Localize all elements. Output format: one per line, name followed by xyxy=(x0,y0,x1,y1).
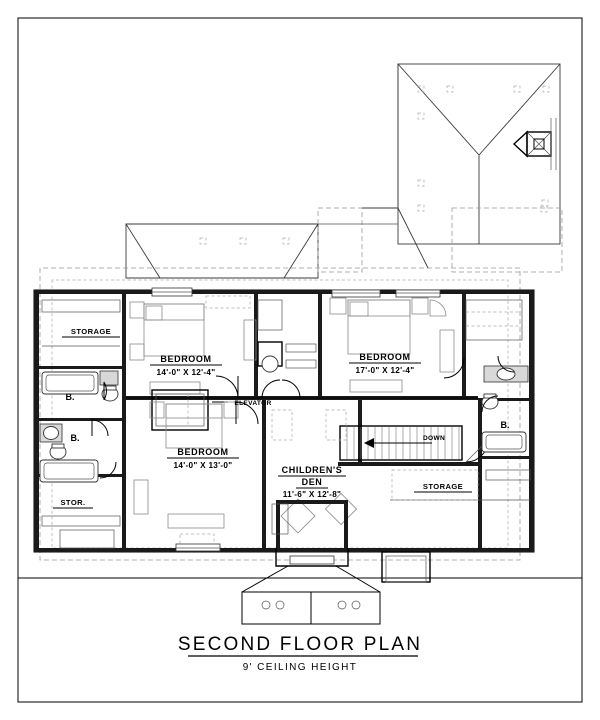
childrens-den-name-line2: DEN xyxy=(302,477,323,487)
plan-title: SECOND FLOOR PLAN xyxy=(178,634,422,655)
stairs-down xyxy=(339,425,489,463)
storage-top-left-name: STORAGE xyxy=(71,327,111,336)
childrens-den-name-line1: CHILDREN'S xyxy=(282,465,343,475)
door-swing-bath-upper xyxy=(103,381,107,401)
bottom-porch-roof xyxy=(18,565,582,625)
bedroom-upper-left-name: BEDROOM xyxy=(160,354,211,364)
sheet-border xyxy=(17,17,583,703)
label-childrens-den: CHILDREN'S DEN 11'-6" X 12'-8" xyxy=(278,465,346,499)
left-wing-storage-baths xyxy=(39,299,121,527)
bedroom-lower-left-name: BEDROOM xyxy=(177,447,228,457)
annotation-labels: ELEVATOR DOWN xyxy=(234,400,445,442)
label-storage-bottom-left: STOR. xyxy=(53,498,93,509)
door-swing-bath-lower xyxy=(91,419,109,437)
room-labels: BEDROOM 14'-0" X 12'-4" BEDROOM 17'-0" X… xyxy=(150,352,421,499)
bedroom-upper-left-dimensions: 14'-0" X 12'-4" xyxy=(157,368,216,377)
garage-hip-roof xyxy=(362,63,563,273)
roof-vent-markers xyxy=(417,85,550,212)
bath-right-name: B. xyxy=(501,420,510,430)
bath-lower-left-name: B. xyxy=(71,433,80,443)
bedroom-lower-left-furniture xyxy=(133,401,259,552)
roof-gable-vent xyxy=(512,118,557,170)
bottom-side-elements xyxy=(59,529,431,583)
label-storage-top-left: STORAGE xyxy=(62,327,120,338)
bathtub-lower xyxy=(39,459,99,483)
door-swing-stor-lower xyxy=(99,461,117,479)
bedroom-upper-right-name: BEDROOM xyxy=(359,352,410,362)
childrens-den-furniture xyxy=(271,409,358,567)
bath-upper-left-name: B. xyxy=(66,392,75,402)
sink-toilet-lower xyxy=(39,423,67,460)
bedroom-upper-right-dimensions: 17'-0" X 12'-4" xyxy=(356,366,415,375)
upper-roof-mass xyxy=(125,207,398,279)
childrens-den-dimensions: 11'-6" X 12'-8" xyxy=(283,490,342,499)
bathtub-right xyxy=(481,431,527,453)
storage-right-name: STORAGE xyxy=(423,482,463,491)
title-block: SECOND FLOOR PLAN 9' CEILING HEIGHT xyxy=(178,634,422,673)
stair-direction-arrow xyxy=(364,438,432,448)
label-bedroom-upper-right: BEDROOM 17'-0" X 12'-4" xyxy=(349,352,421,375)
bath-labels: B. B. B. xyxy=(66,392,510,443)
bathtub-upper xyxy=(41,371,99,395)
storage-bottom-left-name: STOR. xyxy=(60,498,85,507)
elevator-label: ELEVATOR xyxy=(234,400,271,407)
right-wing-bath-storage xyxy=(390,355,531,501)
plan-subtitle: 9' CEILING HEIGHT xyxy=(243,662,358,673)
bedroom-upper-right-furniture xyxy=(329,289,523,393)
label-bedroom-lower-left: BEDROOM 14'-0" X 13'-0" xyxy=(167,447,239,470)
bedroom-lower-left-dimensions: 14'-0" X 13'-0" xyxy=(174,461,233,470)
storage-labels: STORAGE STORAGE STOR. xyxy=(53,327,472,509)
sink-toilet-upper xyxy=(99,370,119,402)
center-hall-fixtures xyxy=(257,299,317,399)
label-bedroom-upper-left: BEDROOM 14'-0" X 12'-4" xyxy=(150,354,222,377)
stair-down-label: DOWN xyxy=(423,435,445,442)
label-storage-right: STORAGE xyxy=(414,482,472,493)
